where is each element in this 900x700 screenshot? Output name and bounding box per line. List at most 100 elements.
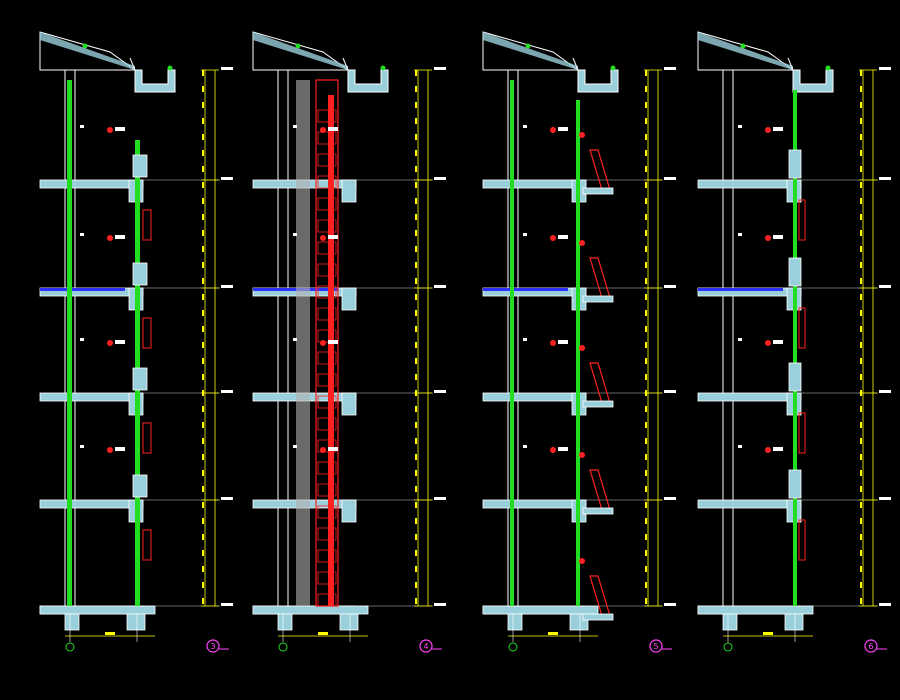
- level-text: [434, 285, 446, 288]
- dimension-tick: [645, 438, 647, 444]
- grid-bubble-icon: [278, 642, 288, 652]
- window-frame: [142, 317, 152, 349]
- roof-slab: [253, 32, 348, 70]
- ground-slab: [252, 605, 369, 615]
- room-mark: [80, 338, 84, 341]
- room-mark: [738, 338, 742, 341]
- window-frame: [798, 199, 806, 241]
- room-mark: [523, 233, 527, 236]
- red-louver: [317, 571, 337, 585]
- tag-marker: [550, 127, 556, 133]
- window-frame: [798, 412, 806, 454]
- tag-text: [773, 127, 783, 131]
- dimension-tick: [860, 358, 862, 364]
- grid-bubble-icon: [65, 642, 75, 652]
- dimension-tick: [645, 118, 647, 124]
- level-text: [664, 390, 676, 393]
- edge-beam: [341, 499, 357, 523]
- dimension-tick: [645, 182, 647, 188]
- dimension-tick: [202, 230, 204, 236]
- ground-slab: [697, 605, 814, 615]
- tag-text: [558, 340, 568, 344]
- dimension-tick: [860, 310, 862, 316]
- red-louver: [317, 439, 337, 453]
- dimension-tick: [645, 166, 647, 172]
- fin-shelf: [582, 187, 614, 195]
- section-6: 6: [697, 31, 891, 653]
- edge-beam: [341, 179, 357, 203]
- roof-marker: [82, 43, 88, 49]
- dimension-tick: [645, 86, 647, 92]
- red-louver: [317, 153, 337, 167]
- dimension-tick: [645, 294, 647, 300]
- dimension-tick: [202, 422, 204, 428]
- dimension-tick: [860, 134, 862, 140]
- level-text: [879, 177, 891, 180]
- dimension-tick: [202, 166, 204, 172]
- window-head: [132, 367, 148, 391]
- dimension-tick: [860, 150, 862, 156]
- floor-slab: [697, 392, 802, 402]
- roof-edge: [572, 57, 579, 71]
- dimension-tick: [415, 118, 417, 124]
- dimension-tick: [202, 134, 204, 140]
- dimension-tick: [202, 326, 204, 332]
- dimension-tick: [645, 278, 647, 284]
- level-text: [879, 67, 891, 70]
- section-mark: [579, 345, 585, 351]
- window-frame: [142, 422, 152, 454]
- dimension-tick: [415, 566, 417, 572]
- room-mark: [523, 445, 527, 448]
- gutter-marker: [380, 65, 386, 71]
- dimension-tick: [645, 214, 647, 220]
- dimension-tick: [202, 214, 204, 220]
- tag-marker: [107, 235, 113, 241]
- floor-slab: [482, 392, 587, 402]
- dimension-tick: [202, 438, 204, 444]
- edge-beam: [341, 392, 357, 416]
- room-mark: [738, 445, 742, 448]
- red-louver: [317, 175, 337, 189]
- dimension-tick: [202, 470, 204, 476]
- footing: [64, 613, 80, 631]
- gutter-marker: [167, 65, 173, 71]
- level-text: [221, 390, 233, 393]
- level-text: [221, 285, 233, 288]
- level-text: [664, 497, 676, 500]
- dimension-tick: [860, 454, 862, 460]
- red-louver: [317, 549, 337, 563]
- dimension-tick: [202, 502, 204, 508]
- level-text: [879, 390, 891, 393]
- section-4: 4: [252, 31, 446, 653]
- dimension-tick: [860, 502, 862, 508]
- floor-slab: [697, 499, 802, 509]
- section-mark: [579, 132, 585, 138]
- dimension-tick: [415, 214, 417, 220]
- room-mark: [293, 125, 297, 128]
- dimension-tick: [415, 102, 417, 108]
- dimension-tick: [415, 246, 417, 252]
- floor-slab: [697, 179, 802, 189]
- dimension-tick: [645, 134, 647, 140]
- dimension-tick: [202, 486, 204, 492]
- dimension-tick: [645, 326, 647, 332]
- tag-marker: [765, 235, 771, 241]
- dimension-tick: [860, 518, 862, 524]
- room-mark: [80, 233, 84, 236]
- bottom-dim-text: [105, 632, 115, 635]
- facade-glazing: [793, 90, 797, 606]
- dimension-tick: [415, 294, 417, 300]
- tag-marker: [550, 235, 556, 241]
- level-text: [879, 497, 891, 500]
- tag-marker: [107, 340, 113, 346]
- section-tag-number: 5: [653, 642, 658, 651]
- dimension-tick: [415, 86, 417, 92]
- dimension-tick: [415, 358, 417, 364]
- roof-edge: [787, 57, 794, 71]
- red-louver: [317, 329, 337, 343]
- tag-marker: [765, 340, 771, 346]
- dimension-tick: [202, 358, 204, 364]
- section-3: 3: [39, 31, 233, 653]
- tag-marker: [765, 447, 771, 453]
